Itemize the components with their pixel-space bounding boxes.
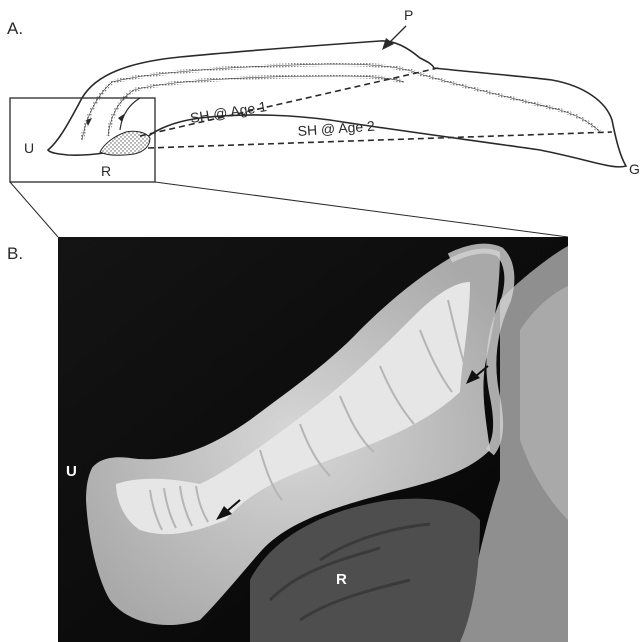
label-p: P <box>404 7 413 23</box>
panel-a-letter: A. <box>7 19 23 38</box>
label-u-sketch: U <box>24 140 34 156</box>
label-sh-age2: SH @ Age 2 <box>297 118 375 139</box>
panel-b-letter: B. <box>7 244 23 263</box>
label-r-sketch: R <box>101 163 111 179</box>
panel-b: B. U <box>7 237 568 642</box>
label-u-photo: U <box>66 463 77 480</box>
p-arrow-shaft <box>388 26 406 44</box>
panel-a: A. P U R G SH @ Age 1 SH @ Age <box>7 7 640 237</box>
zoom-line-left <box>10 182 58 237</box>
zoom-line-right <box>155 182 568 237</box>
label-g: G <box>629 161 640 177</box>
label-r-photo: R <box>336 571 347 588</box>
